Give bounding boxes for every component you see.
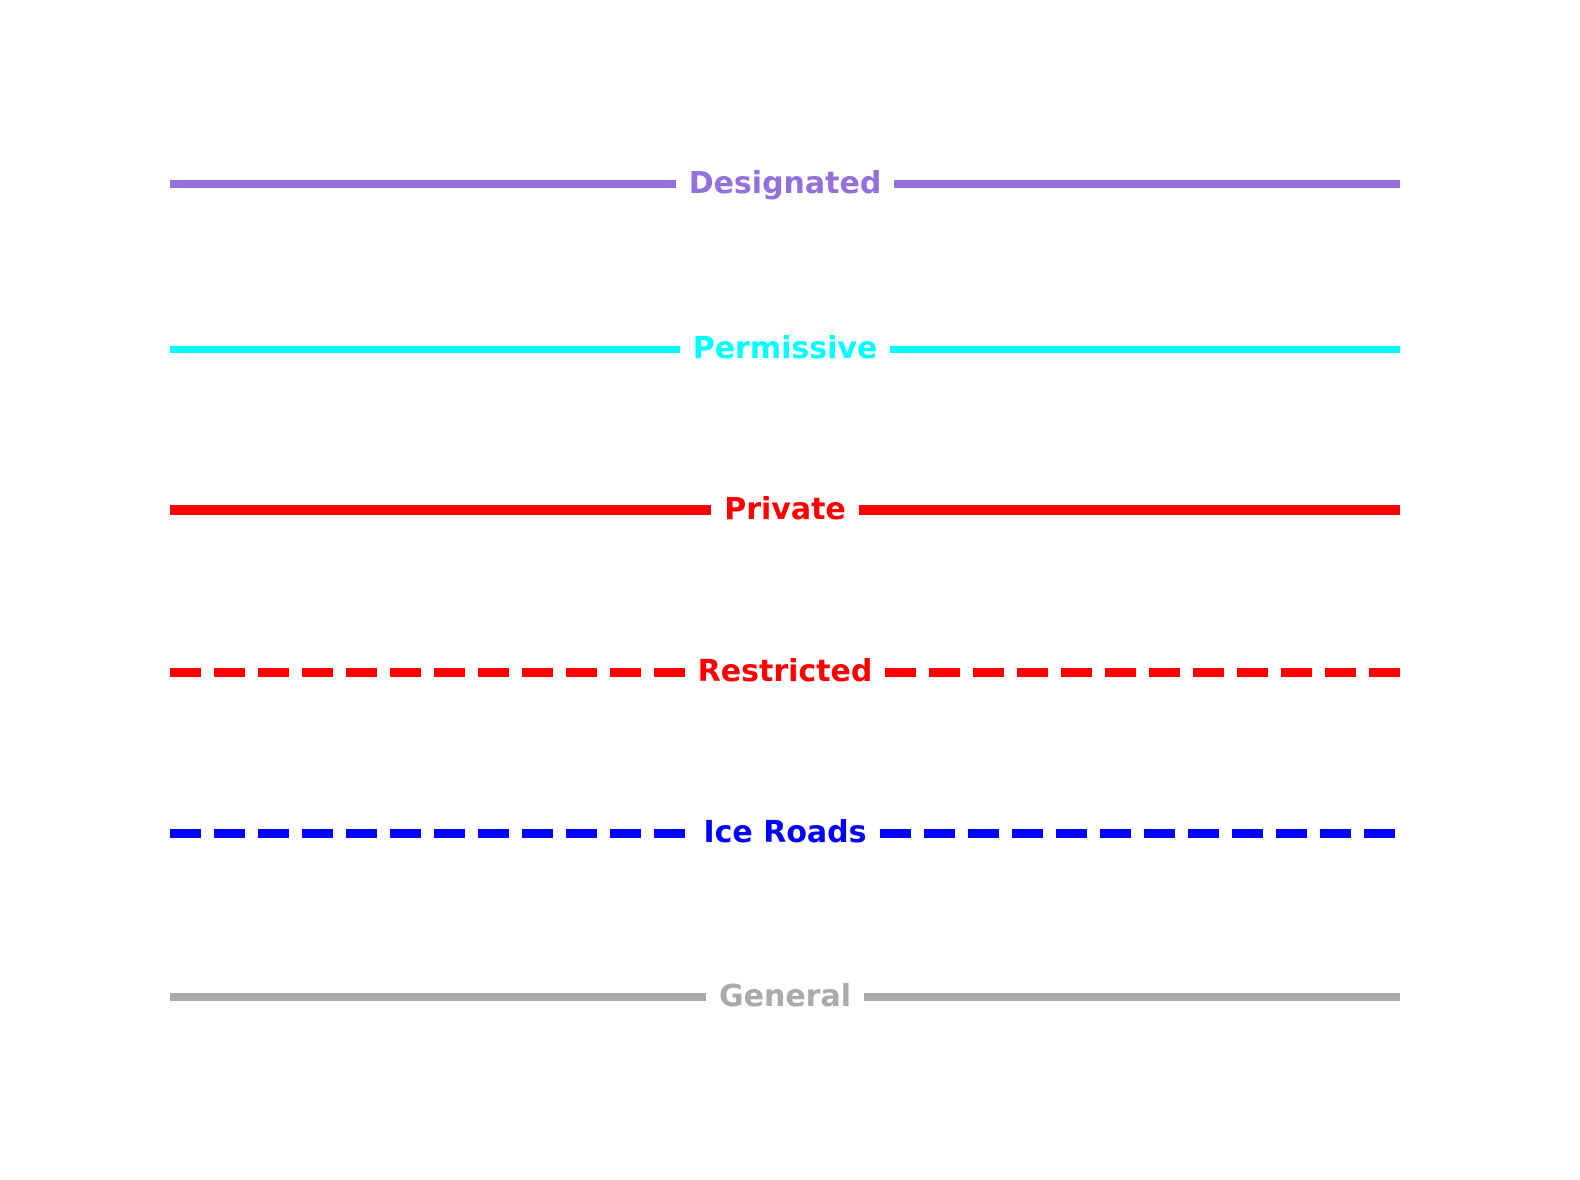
line-segment-right [894,180,1401,188]
line-segment-right [885,667,1401,677]
line-segment-right [879,828,1400,838]
legend-row-restricted: Restricted [170,650,1401,694]
line-segment-left [170,345,680,353]
line-segment-left [170,993,706,1001]
legend-label: Ice Roads [703,815,867,850]
legend-row-private: Private [170,488,1400,532]
line-segment-right [858,505,1400,515]
legend-row-designated: Designated [170,162,1401,206]
legend-label: Restricted [697,654,873,689]
line-segment-left [170,180,676,188]
legend-label: Designated [688,166,882,201]
legend-row-general: General [170,975,1400,1019]
line-segment-left [170,505,712,515]
legend-row-permissive: Permissive [170,327,1401,371]
legend-label: Private [724,492,846,527]
line-segment-right [890,345,1401,353]
line-segment-left [170,667,685,677]
legend-label: Permissive [692,331,878,366]
line-segment-right [864,993,1400,1001]
line-segment-left [170,828,691,838]
legend-label: General [719,979,851,1014]
legend-row-ice-roads: Ice Roads [170,811,1400,855]
